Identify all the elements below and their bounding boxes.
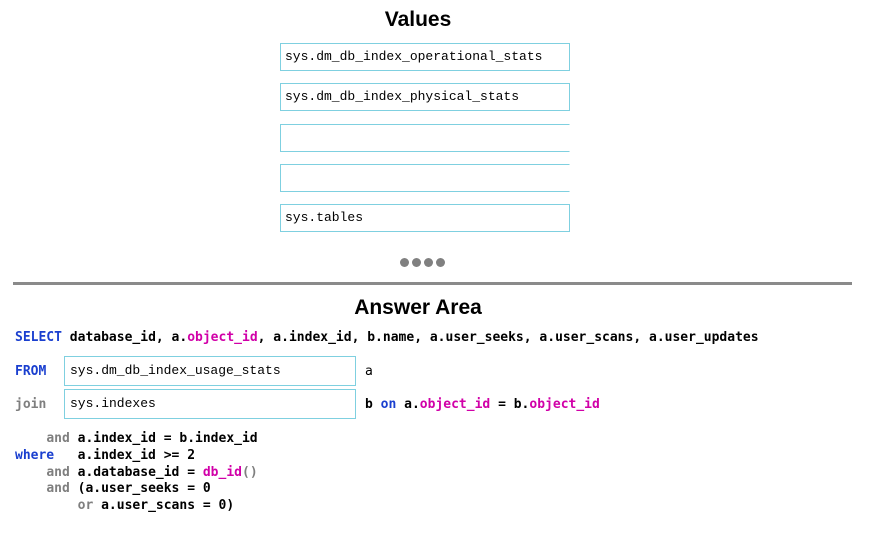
join-b-object-id: object_id bbox=[529, 397, 600, 412]
join-line: join bbox=[15, 397, 46, 413]
join-alias: b bbox=[365, 397, 373, 412]
value-option-tables[interactable]: sys.tables bbox=[280, 204, 570, 232]
join-a-prefix: a. bbox=[404, 397, 420, 412]
join-equals: = b. bbox=[490, 397, 530, 412]
section-divider bbox=[13, 282, 852, 285]
pagination-dot[interactable] bbox=[436, 258, 445, 267]
pagination-dot[interactable] bbox=[424, 258, 433, 267]
select-keyword: SELECT bbox=[15, 330, 62, 345]
and-condition-1: a.index_id = b.index_id bbox=[69, 431, 258, 446]
join-keyword: join bbox=[15, 397, 47, 412]
join-drop-target[interactable]: sys.indexes bbox=[64, 389, 356, 419]
join-a-object-id: object_id bbox=[419, 397, 491, 412]
and-condition-3: (a.user_seeks = 0 bbox=[69, 481, 211, 496]
select-columns-rest: , a.index_id, b.name, a.user_seeks, a.us… bbox=[257, 330, 759, 345]
from-line: FROM bbox=[15, 364, 46, 380]
from-keyword: FROM bbox=[15, 364, 47, 379]
select-columns-part1: database_id, a. bbox=[69, 330, 188, 345]
from-alias: a bbox=[365, 364, 373, 379]
values-title: Values bbox=[384, 8, 452, 31]
value-option-physical-stats[interactable]: sys.dm_db_index_physical_stats bbox=[280, 83, 570, 111]
value-slot-empty-1[interactable] bbox=[280, 124, 570, 152]
value-option-operational-stats[interactable]: sys.dm_db_index_operational_stats bbox=[280, 43, 570, 71]
value-slot-empty-2[interactable] bbox=[280, 164, 570, 192]
where-line: where a.index_id >= 2 bbox=[15, 448, 195, 464]
and-keyword: and bbox=[46, 465, 70, 480]
from-drop-target[interactable]: sys.dm_db_index_usage_stats bbox=[64, 356, 356, 386]
db-id-parens: () bbox=[242, 465, 258, 480]
on-keyword: on bbox=[380, 397, 397, 412]
and-line-2: and a.database_id = db_id() bbox=[15, 465, 258, 481]
or-condition: a.user_scans = 0) bbox=[93, 498, 235, 513]
pagination-dots[interactable] bbox=[400, 258, 445, 267]
join-condition: b on a.object_id = b.object_id bbox=[365, 397, 600, 413]
or-keyword: or bbox=[77, 498, 94, 513]
where-condition: a.index_id >= 2 bbox=[54, 448, 196, 463]
and-keyword: and bbox=[46, 431, 70, 446]
pagination-dot[interactable] bbox=[412, 258, 421, 267]
where-keyword: where bbox=[15, 448, 55, 463]
and-line-3: and (a.user_seeks = 0 bbox=[15, 481, 211, 497]
pagination-dot[interactable] bbox=[400, 258, 409, 267]
answer-area-title: Answer Area bbox=[354, 296, 482, 319]
and-line-1: and a.index_id = b.index_id bbox=[15, 431, 258, 447]
and-keyword: and bbox=[46, 481, 70, 496]
db-id-function: db_id bbox=[202, 465, 242, 480]
and-condition-2-pre: a.database_id = bbox=[69, 465, 203, 480]
select-line: SELECT database_id, a.object_id, a.index… bbox=[15, 330, 759, 346]
select-object-id: object_id bbox=[187, 330, 258, 345]
or-line: or a.user_scans = 0) bbox=[15, 498, 235, 514]
